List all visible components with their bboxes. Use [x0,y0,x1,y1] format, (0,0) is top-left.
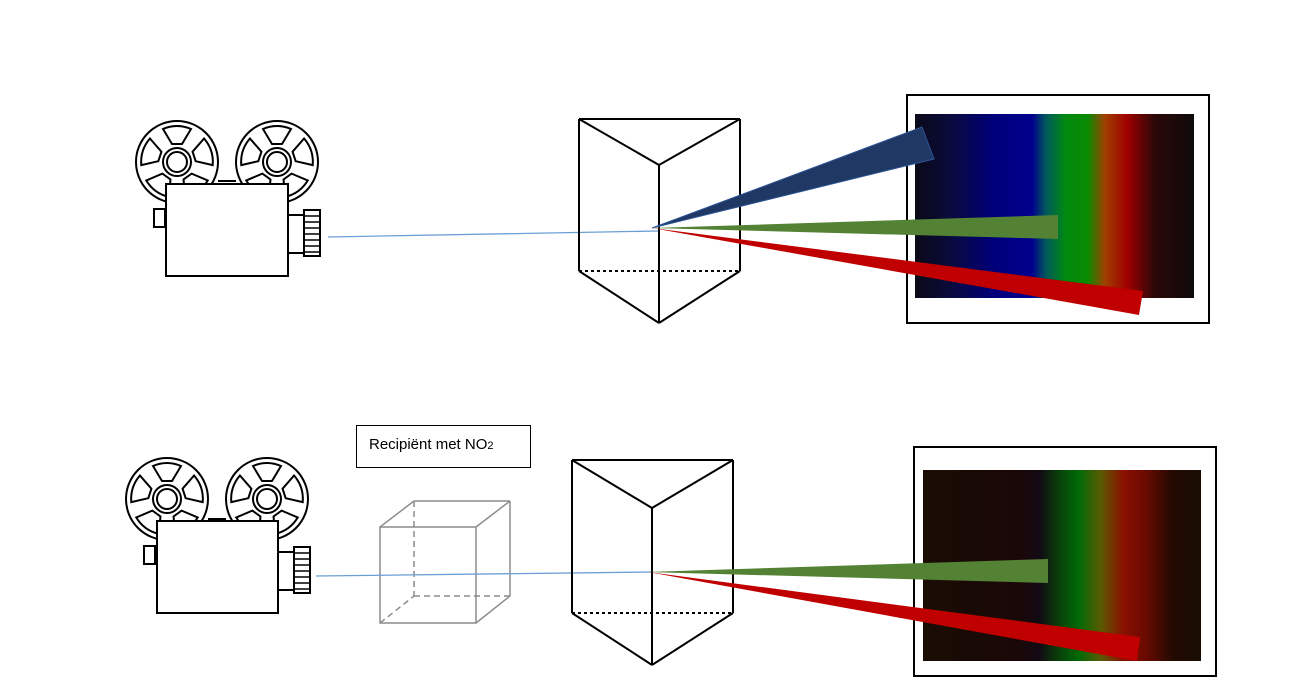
film-camera-icon [125,457,311,614]
no2-container-cube [379,500,511,624]
incident-ray [315,571,653,577]
film-camera-icon [135,120,321,277]
prism [571,459,734,666]
incident-ray [327,230,659,238]
top-panel [135,94,1210,324]
beam-red [652,228,1143,315]
beam-blue [651,126,935,229]
container-label-subscript: 2 [487,440,494,452]
bottom-panel [125,446,1217,677]
beam-green [652,215,1058,239]
spectrum-full [915,114,1194,298]
container-label-text: Recipiënt met NO [369,436,488,453]
beam-green [646,559,1048,583]
beam-red [648,572,1140,661]
container-label: Recipiënt met NO2 [356,425,531,468]
prism [578,118,741,324]
